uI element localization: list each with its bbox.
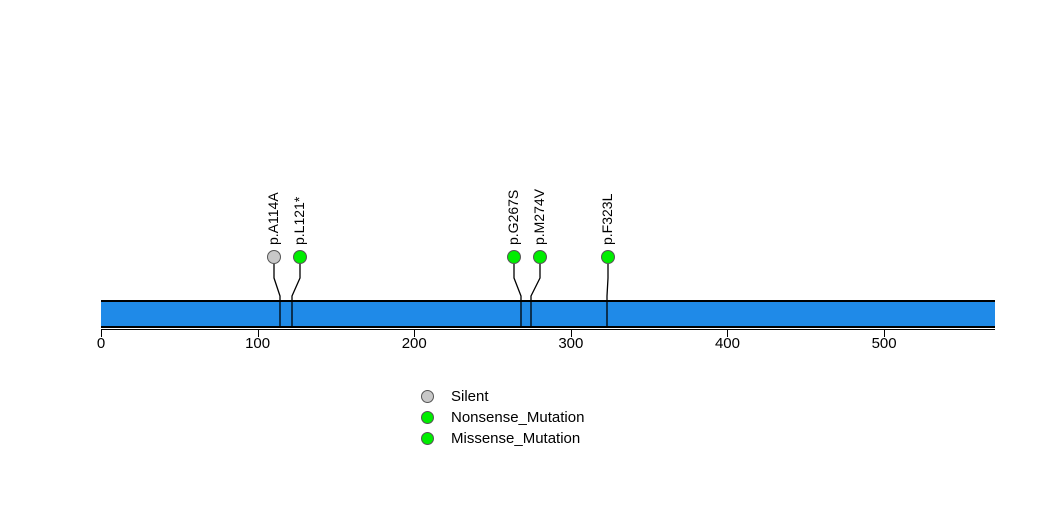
legend-label: Silent bbox=[451, 388, 489, 405]
axis-tick-label-200: 200 bbox=[401, 335, 427, 352]
legend-label: Missense_Mutation bbox=[451, 430, 581, 447]
lollipop-label: p.M274V bbox=[531, 188, 547, 245]
lollipop-head[interactable] bbox=[601, 250, 615, 264]
lollipop-label: p.F323L bbox=[599, 193, 615, 245]
legend-item-silent[interactable]: Silent bbox=[421, 389, 489, 404]
lollipop-head[interactable] bbox=[507, 250, 521, 264]
legend-item-missense_mutation[interactable]: Missense_Mutation bbox=[421, 431, 580, 446]
axis-tick-400 bbox=[727, 329, 729, 337]
axis-tick-300 bbox=[570, 329, 572, 337]
lollipop-stem bbox=[291, 264, 301, 328]
axis-tick-200 bbox=[414, 329, 416, 337]
axis-tick-100 bbox=[257, 329, 259, 337]
x-axis-line bbox=[101, 329, 995, 330]
lollipop-label: p.G267S bbox=[505, 189, 521, 245]
lollipop-head[interactable] bbox=[267, 250, 281, 264]
lollipop-stem bbox=[530, 264, 541, 328]
lollipop-head[interactable] bbox=[533, 250, 547, 264]
legend-marker-icon bbox=[421, 432, 434, 445]
legend-marker-icon bbox=[421, 411, 434, 424]
legend-label: Nonsense_Mutation bbox=[451, 409, 585, 426]
axis-tick-label-0: 0 bbox=[96, 335, 106, 352]
legend-item-nonsense_mutation[interactable]: Nonsense_Mutation bbox=[421, 410, 584, 425]
lollipop-label: p.A114A bbox=[265, 192, 281, 245]
axis-tick-label-400: 400 bbox=[714, 335, 740, 352]
legend-marker-icon bbox=[421, 390, 434, 403]
axis-tick-500 bbox=[884, 329, 886, 337]
lollipop-stem bbox=[606, 264, 609, 328]
axis-tick-label-500: 500 bbox=[871, 335, 897, 352]
lollipop-stem bbox=[513, 264, 522, 328]
axis-tick-0 bbox=[101, 329, 102, 337]
lollipop-stem bbox=[273, 264, 281, 328]
axis-tick-label-100: 100 bbox=[245, 335, 271, 352]
protein-backbone-bar bbox=[101, 300, 995, 328]
lollipop-head[interactable] bbox=[293, 250, 307, 264]
lollipop-label: p.L121* bbox=[291, 196, 307, 245]
axis-tick-label-300: 300 bbox=[558, 335, 584, 352]
